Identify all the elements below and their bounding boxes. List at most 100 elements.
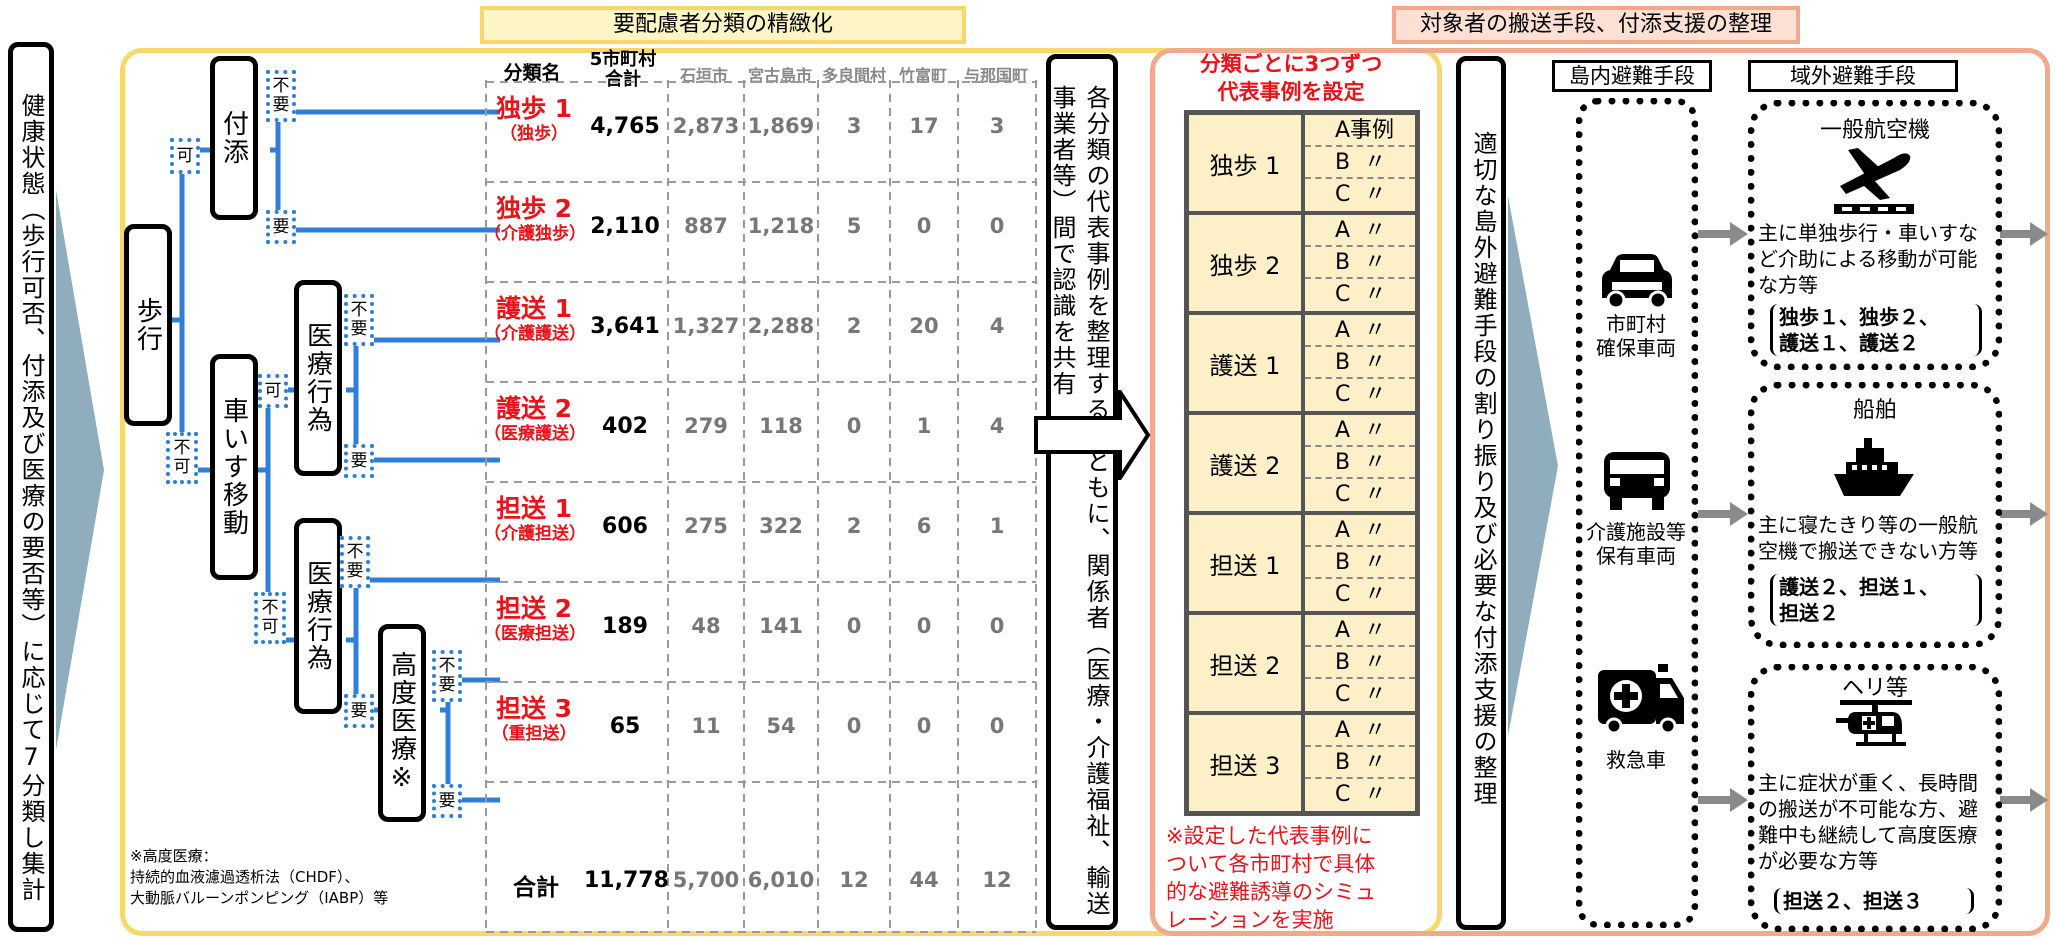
yonaguni-cell: 0 — [989, 714, 1005, 738]
example-case-label: C〃 — [1335, 182, 1386, 207]
airplane-box[interactable] — [1748, 100, 2002, 370]
sum-label: 合計 — [513, 875, 559, 901]
tarama-cell: 3 — [846, 114, 862, 138]
desc-line: 主に単独歩行・車いすな — [1758, 221, 1978, 245]
example-case-label: B〃 — [1335, 450, 1386, 475]
col-header-yonaguni: 与那国町 — [963, 66, 1028, 85]
example-case-label: A〃 — [1335, 318, 1386, 343]
example-category: 担送 2 — [1189, 615, 1301, 711]
yonaguni-cell: 3 — [989, 114, 1005, 138]
taketomi-cell: 1 — [916, 414, 932, 438]
taketomi-cell: 0 — [916, 714, 932, 738]
total-cell: 2,110 — [590, 214, 660, 239]
ishigaki-cell: 279 — [684, 414, 728, 438]
ditto-mark: 〃 — [1364, 782, 1387, 807]
example-case: A〃 — [1305, 515, 1415, 547]
high-medical-box: 高度医療※ — [378, 624, 426, 822]
total-cell: 189 — [602, 614, 648, 639]
ship-targets: 護送２、担送１、 担送２ — [1770, 574, 1982, 626]
example-case-label: A〃 — [1335, 718, 1386, 743]
example-case: B〃 — [1305, 147, 1415, 179]
desc-line: 難中も継続して高度医療 — [1758, 823, 1978, 847]
example-case: B〃 — [1305, 247, 1415, 279]
label-need: 要 — [266, 210, 296, 244]
taketomi-cell: 20 — [909, 314, 939, 338]
example-case: C〃 — [1305, 179, 1415, 211]
example-case-label: C〃 — [1335, 682, 1386, 707]
miyakojima-cell: 1,869 — [747, 114, 815, 138]
example-case: C〃 — [1305, 679, 1415, 711]
attend-box: 付添 — [210, 56, 258, 220]
left-header: 要配慮者分類の精緻化 — [480, 6, 966, 44]
example-case: C〃 — [1305, 779, 1415, 811]
miyakojima-cell: 1,218 — [747, 214, 815, 238]
example-case: C〃 — [1305, 479, 1415, 511]
category-sub: （医療護送） — [484, 424, 586, 444]
category-cell: 独歩 1（独歩） — [484, 94, 584, 144]
example-cases: A〃B〃 C〃 — [1305, 515, 1415, 611]
taketomi-cell: 6 — [916, 514, 932, 538]
ditto-mark: 〃 — [1364, 150, 1387, 175]
example-case: B〃 — [1305, 547, 1415, 579]
example-case: B〃 — [1305, 747, 1415, 779]
right-header: 対象者の搬送手段、付添支援の整理 — [1392, 6, 1800, 44]
desc-line: ど介助による移動が可能 — [1758, 247, 1978, 271]
ditto-mark: 〃 — [1364, 350, 1387, 375]
arrows-right — [2000, 222, 2048, 812]
category-name: 独歩 2 — [495, 194, 573, 223]
ditto-mark: 〃 — [1364, 182, 1387, 207]
ditto-mark: 〃 — [1364, 482, 1387, 507]
example-case: A〃 — [1305, 415, 1415, 447]
footnote-line: 大動脈バルーンポンピング（IABP）等 — [130, 889, 389, 907]
example-case-label: C〃 — [1335, 382, 1386, 407]
ditto-mark: 〃 — [1364, 218, 1387, 243]
example-case: C〃 — [1305, 579, 1415, 611]
ditto-mark: 〃 — [1364, 650, 1387, 675]
example-category: 担送 3 — [1189, 715, 1301, 811]
label-need: 要 — [432, 784, 462, 818]
category-cell: 担送 3（重担送） — [484, 694, 584, 744]
desc-line: 主に寝たきり等の一般航 — [1758, 513, 1978, 537]
miyakojima-cell: 118 — [759, 414, 803, 438]
desc-line: 空機で搬送できない方等 — [1758, 539, 1978, 563]
tarama-cell: 5 — [846, 214, 862, 238]
example-letter: A — [1335, 318, 1351, 343]
yonaguni-cell: 4 — [989, 314, 1005, 338]
example-case-label: B〃 — [1335, 350, 1386, 375]
example-letter: A — [1335, 218, 1351, 243]
example-category: 独歩 1 — [1189, 115, 1301, 211]
example-case-label: C〃 — [1335, 782, 1386, 807]
total-cell: 65 — [609, 714, 641, 739]
helicopter-desc: 主に症状が重く、長時間 の搬送が不可能な方、避 難中も継続して高度医療 が必要な… — [1758, 770, 1998, 874]
example-case-label: B〃 — [1335, 650, 1386, 675]
example-cases: A〃B〃C〃 — [1305, 615, 1415, 711]
helicopter-box[interactable] — [1748, 664, 2002, 932]
example-case: B〃 — [1305, 647, 1415, 679]
example-letter: B — [1335, 150, 1351, 175]
ambulance-icon — [1598, 664, 1684, 734]
example-letter: C — [1335, 782, 1351, 807]
tarama-cell: 0 — [846, 714, 862, 738]
example-case-label: A〃 — [1335, 218, 1386, 243]
ditto-mark: 〃 — [1364, 518, 1387, 543]
example-case-label: B〃 — [1335, 150, 1386, 175]
examples-note: ※設定した代表事例に ついて各市町村で具体 的な避難誘導のシミュ レーションを実… — [1166, 822, 1432, 934]
miyakojima-cell: 141 — [759, 614, 803, 638]
ship-title: 船舶 — [1852, 398, 1897, 423]
example-case-label: C〃 — [1335, 582, 1386, 607]
hollow-arrow — [1034, 390, 1151, 480]
island-box — [1576, 98, 1698, 928]
ditto-mark: 〃 — [1364, 618, 1387, 643]
examples-note-line: ※設定した代表事例に — [1166, 824, 1373, 848]
right-big-arrow — [1508, 196, 1558, 736]
category-name: 担送 1 — [495, 494, 573, 523]
examples-note-line: 的な避難誘導のシミュ — [1166, 880, 1376, 904]
airplane-icon — [1834, 148, 1914, 214]
middle-statement: 各分類の代表事例を整理するとともに、関係者（医療・介護福祉、輸送事業者等）間で認… — [1046, 54, 1118, 930]
ship-icon — [1834, 438, 1914, 496]
footnote-line: 持続的血液濾過透析法（CHDF）、 — [130, 868, 360, 886]
island-item-text: 市町村 — [1606, 312, 1666, 336]
target-line: 担送２ — [1779, 601, 1839, 625]
ship-box[interactable] — [1748, 382, 2002, 648]
examples-note-line: ついて各市町村で具体 — [1166, 852, 1376, 876]
